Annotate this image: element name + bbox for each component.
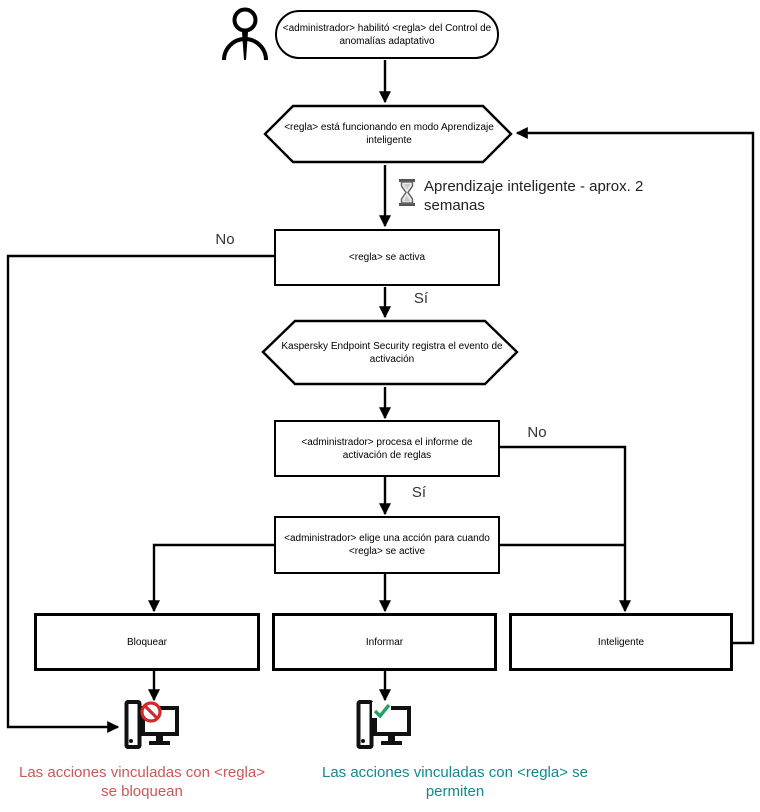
edge-smart-loop-to-learning xyxy=(515,127,755,645)
node-action-inform: Informar xyxy=(272,613,497,671)
node-admin-action: <administrador> elige una acción para cu… xyxy=(274,516,500,574)
edge-label-report-si: Sí xyxy=(411,484,427,501)
node-rule-triggers: <regla> se activa xyxy=(274,229,500,286)
node-action-block: Bloquear xyxy=(34,613,260,671)
edge-rule-no-to-blocked xyxy=(6,254,275,733)
node-action-smart: Inteligente xyxy=(509,613,733,671)
edge-label-rule-no: No xyxy=(215,231,235,248)
edge-report-no-to-smart xyxy=(498,445,631,613)
person-icon xyxy=(222,7,268,61)
node-start: <administrador> habilitó <regla> del Con… xyxy=(275,10,499,59)
edge-label-report-no: No xyxy=(527,424,547,441)
node-event-logged-label: Kaspersky Endpoint Security registra el … xyxy=(281,340,503,365)
allowed-computer-icon xyxy=(356,700,411,749)
edge-label-rule-si: Sí xyxy=(413,290,429,307)
hourglass-icon xyxy=(399,179,415,206)
hexagon-event-logged xyxy=(261,319,519,386)
blocked-computer-icon xyxy=(124,700,179,749)
hexagon-learning-mode xyxy=(263,104,513,164)
node-learning-mode-label: <regla> está funcionando en modo Aprendi… xyxy=(284,122,494,146)
learning-duration-note: Aprendizaje inteligente - aprox. 2 seman… xyxy=(424,178,644,214)
outcome-blocked-text: Las acciones vinculadas con <regla> se b… xyxy=(19,764,265,800)
node-admin-report: <administrador> procesa el informe de ac… xyxy=(274,420,500,477)
outcome-allowed-text: Las acciones vinculadas con <regla> se p… xyxy=(321,764,588,800)
edge-action-to-block xyxy=(148,543,275,613)
